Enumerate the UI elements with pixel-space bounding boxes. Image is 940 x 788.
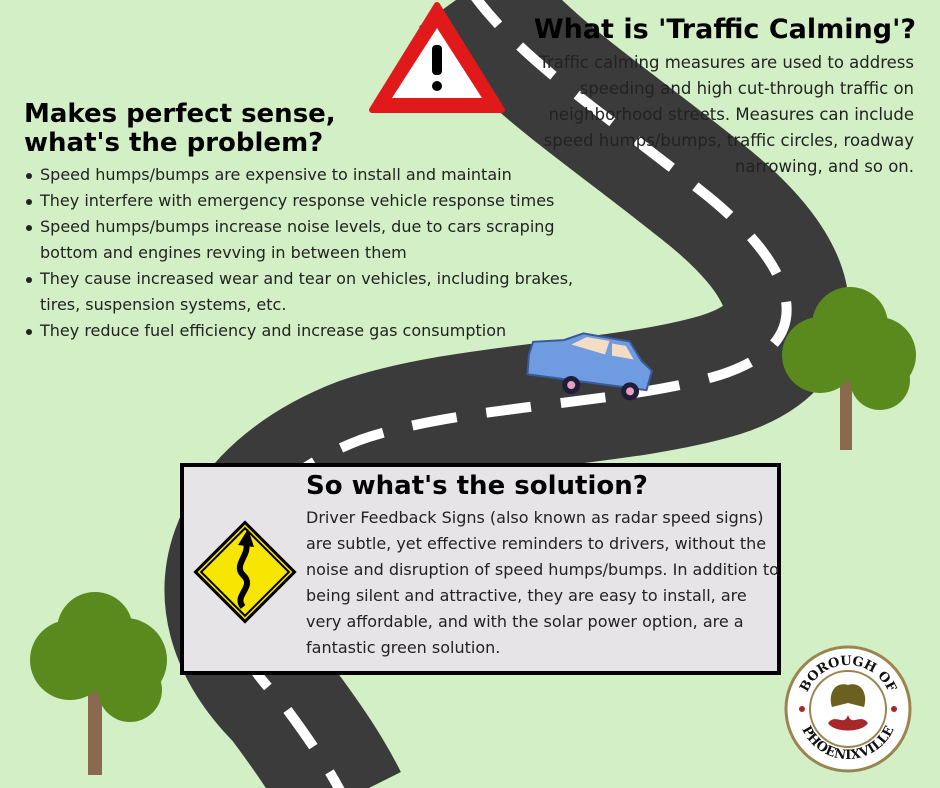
problem-title-line: what's the problem? xyxy=(24,128,324,158)
warning-triangle-icon xyxy=(369,2,505,113)
problem-title: Makes perfect sense, what's the problem? xyxy=(24,100,336,158)
list-item: They cause increased wear and tear on ve… xyxy=(24,266,604,318)
tree-icon xyxy=(782,287,916,450)
traffic-calming-text: Traffic calming measures are used to add… xyxy=(539,53,914,176)
solution-box: So what's the solution? Driver Feedback … xyxy=(180,463,781,675)
list-item: Speed humps/bumps are expensive to insta… xyxy=(24,162,604,188)
borough-seal-logo: BOROUGH OF PHOENIXVILLE xyxy=(784,645,912,773)
solution-title: So what's the solution? xyxy=(306,471,648,501)
list-item: Speed humps/bumps increase noise levels,… xyxy=(24,214,604,266)
solution-text: Driver Feedback Signs (also known as rad… xyxy=(306,508,779,657)
car-icon xyxy=(526,332,654,401)
list-item: They interfere with emergency response v… xyxy=(24,188,604,214)
winding-road-sign-icon xyxy=(193,520,297,624)
tree-icon xyxy=(30,592,167,775)
problem-title-line: Makes perfect sense, xyxy=(24,99,336,129)
traffic-calming-title: What is 'Traffic Calming'? xyxy=(533,14,916,45)
list-item: They reduce fuel efficiency and increase… xyxy=(24,318,604,344)
problem-list: Speed humps/bumps are expensive to insta… xyxy=(24,162,604,344)
